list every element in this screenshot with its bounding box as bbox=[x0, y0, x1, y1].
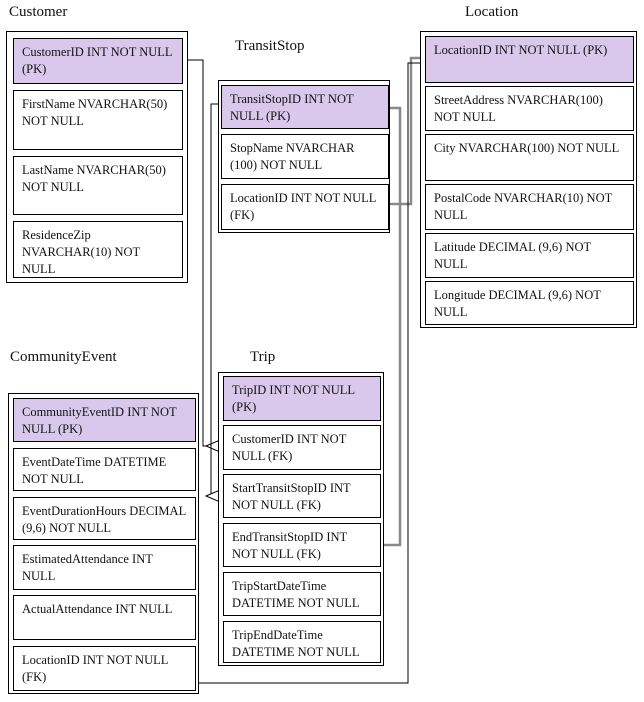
communityevent-field: LocationID INT NOT NULL (FK) bbox=[13, 646, 196, 691]
trip-field: TripStartDateTime DATETIME NOT NULL bbox=[223, 572, 381, 616]
location-entity: LocationID INT NOT NULL (PK) StreetAddre… bbox=[420, 31, 637, 328]
customer-field-pk: CustomerID INT NOT NULL (PK) bbox=[13, 38, 183, 84]
transitstop-entity: TransitStopID INT NOT NULL (PK) StopName… bbox=[218, 80, 390, 233]
customer-field: LastName NVARCHAR(50) NOT NULL bbox=[13, 156, 183, 215]
transitstop-title: TransitStop bbox=[235, 38, 305, 54]
location-field: City NVARCHAR(100) NOT NULL bbox=[425, 134, 634, 181]
transitstop-field: StopName NVARCHAR (100) NOT NULL bbox=[221, 134, 389, 179]
trip-field-pk: TripID INT NOT NULL (PK) bbox=[223, 376, 381, 421]
transitstop-field: LocationID INT NOT NULL (FK) bbox=[221, 184, 389, 230]
rel-transitstop-trip-end bbox=[381, 106, 402, 547]
location-field: PostalCode NVARCHAR(10) NOT NULL bbox=[425, 184, 634, 230]
trip-field: CustomerID INT NOT NULL (FK) bbox=[223, 425, 381, 470]
communityevent-field: EstimatedAttendance INT NULL bbox=[13, 545, 196, 590]
trip-field: TripEndDateTime DATETIME NOT NULL bbox=[223, 621, 381, 663]
rel-location-transitstop bbox=[385, 56, 423, 206]
customer-field: FirstName NVARCHAR(50) NOT NULL bbox=[13, 90, 183, 150]
location-field: StreetAddress NVARCHAR(100) NOT NULL bbox=[425, 86, 634, 131]
location-title: Location bbox=[465, 4, 519, 20]
communityevent-entity: CommunityEventID INT NOT NULL (PK) Event… bbox=[8, 393, 199, 694]
communityevent-field: EventDateTime DATETIME NOT NULL bbox=[13, 448, 196, 491]
communityevent-title: CommunityEvent bbox=[10, 349, 117, 365]
location-field-pk: LocationID INT NOT NULL (PK) bbox=[425, 36, 634, 83]
location-field: Longitude DECIMAL (9,6) NOT NULL bbox=[425, 281, 634, 325]
transitstop-field-pk: TransitStopID INT NOT NULL (PK) bbox=[221, 85, 389, 129]
trip-entity: TripID INT NOT NULL (PK) CustomerID INT … bbox=[218, 372, 384, 666]
communityevent-field: EventDurationHours DECIMAL (9,6) NOT NUL… bbox=[13, 497, 196, 540]
communityevent-field: ActualAttendance INT NULL bbox=[13, 595, 196, 640]
trip-title: Trip bbox=[250, 349, 276, 365]
location-field: Latitude DECIMAL (9,6) NOT NULL bbox=[425, 233, 634, 278]
rel-location-communityevent bbox=[195, 62, 423, 684]
customer-field: ResidenceZip NVARCHAR(10) NOT NULL bbox=[13, 221, 183, 278]
communityevent-field-pk: CommunityEventID INT NOT NULL (PK) bbox=[13, 398, 196, 442]
customer-entity: CustomerID INT NOT NULL (PK) FirstName N… bbox=[6, 31, 188, 283]
customer-title: Customer bbox=[9, 4, 68, 20]
trip-field: EndTransitStopID INT NOT NULL (FK) bbox=[223, 523, 381, 567]
trip-field: StartTransitStopID INT NOT NULL (FK) bbox=[223, 474, 381, 518]
